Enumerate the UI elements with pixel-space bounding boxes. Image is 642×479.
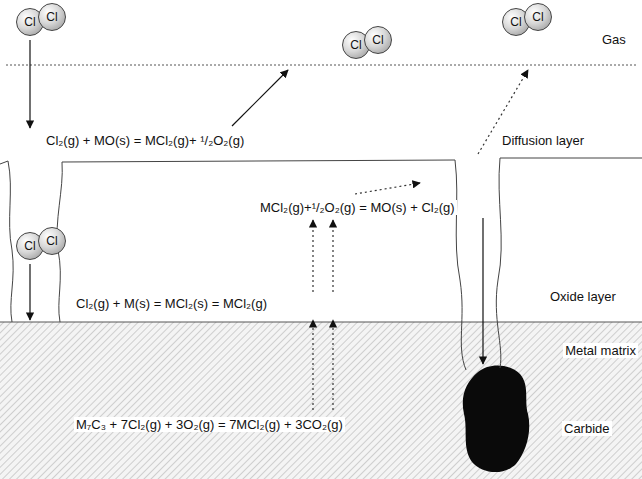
crack-left-wall bbox=[0, 161, 13, 322]
chlorine-atom: Cl bbox=[38, 227, 66, 255]
chlorine-atom: Cl bbox=[364, 26, 392, 54]
gas-boundary bbox=[6, 65, 638, 66]
reaction-equation: Cl₂(g) + MO(s) = MCl₂(g)+ ¹/₂O₂(g) bbox=[44, 133, 246, 148]
layer-name: Metal matrix bbox=[563, 343, 638, 358]
atom-symbol: Cl bbox=[350, 39, 361, 51]
reaction-equation: Cl₂(g) + M(s) = MCl₂(s) = MCl₂(g) bbox=[74, 296, 269, 311]
atom-symbol: Cl bbox=[24, 240, 35, 252]
layer-name: Oxide layer bbox=[548, 289, 618, 304]
vapour-arrow bbox=[312, 220, 313, 292]
atom-symbol: Cl bbox=[46, 235, 57, 247]
layer-name: Gas bbox=[600, 32, 628, 47]
flow-arrow bbox=[29, 264, 30, 320]
atom-symbol: Cl bbox=[532, 11, 543, 23]
crack-right-wall bbox=[496, 158, 501, 368]
layer-name: Carbide bbox=[562, 421, 612, 436]
atom-symbol: Cl bbox=[510, 16, 521, 28]
oxide-surface bbox=[500, 158, 642, 159]
reaction-equation: MCl₂(g)+¹/₂O₂(g) = MO(s) + Cl₂(g) bbox=[258, 200, 457, 215]
metal-matrix bbox=[0, 322, 642, 479]
metal-surface bbox=[0, 322, 642, 323]
reaction-equation: M₇C₃ + 7Cl₂(g) + 3O₂(g) = 7MCl₂(g) + 3CO… bbox=[74, 417, 345, 432]
chlorine-atom: Cl bbox=[524, 3, 552, 31]
atom-symbol: Cl bbox=[24, 16, 35, 28]
vapour-arrow bbox=[312, 320, 313, 410]
flow-arrow bbox=[29, 40, 30, 128]
crack-right-wall bbox=[455, 160, 466, 370]
chlorine-atom: Cl bbox=[38, 3, 66, 31]
flow-arrow bbox=[232, 70, 288, 126]
vapour-arrow bbox=[355, 183, 420, 194]
atom-symbol: Cl bbox=[46, 11, 57, 23]
vapour-arrow bbox=[332, 220, 333, 292]
carbide-particle bbox=[463, 365, 529, 472]
flow-arrow bbox=[482, 218, 483, 364]
oxide-surface bbox=[57, 160, 455, 322]
layer-name: Diffusion layer bbox=[500, 133, 586, 148]
vapour-arrow bbox=[332, 320, 333, 410]
atom-symbol: Cl bbox=[372, 34, 383, 46]
